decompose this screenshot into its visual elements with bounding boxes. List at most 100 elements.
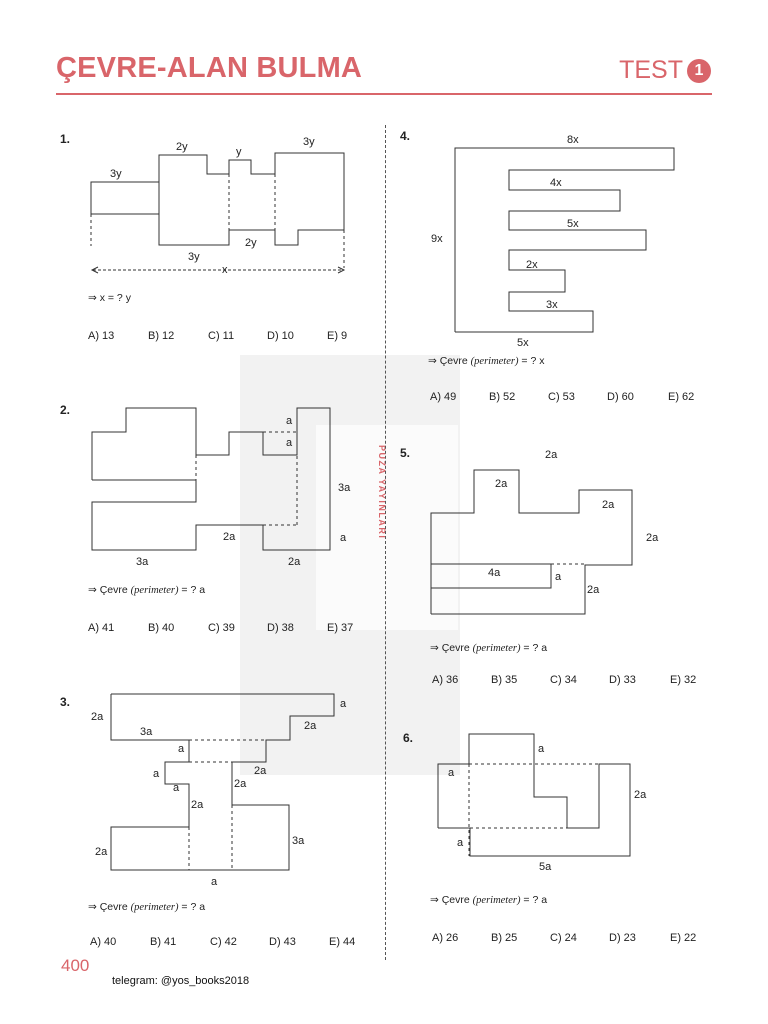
question-number-1: 1. [60,132,71,146]
q6-choices: A) 26 B) 25 C) 24 D) 23 E) 22 [432,932,696,944]
q3-label-2a-bottom: 2a [95,846,108,858]
q3-label-3a: 3a [140,726,153,738]
q5-choice-d[interactable]: D) 33 [609,674,636,686]
q4-label-3x: 3x [546,299,558,311]
q1-label-3y-bottom: 3y [188,251,200,263]
question-number-5: 5. [400,446,411,460]
q6-label-a-top: a [538,743,545,755]
question-number-3: 3. [60,695,71,709]
publisher-watermark: PUZA YAYINLARI [377,445,387,540]
q4-choices: A) 49 B) 52 C) 53 D) 60 E) 62 [430,391,694,403]
q6-label-a-left: a [448,767,455,779]
q2-label-a2: a [286,437,293,449]
q3-label-a-mid: a [178,743,185,755]
q4-choice-c[interactable]: C) 53 [548,391,575,403]
q3-choice-c[interactable]: C) 42 [210,936,237,948]
q4-choice-a[interactable]: A) 49 [430,391,457,403]
q6-label-2a: 2a [634,789,647,801]
q1-choice-c[interactable]: C) 11 [208,330,235,342]
q3-label-a-inner: a [173,782,180,794]
q3-choice-b[interactable]: B) 41 [150,936,177,948]
q3-choice-d[interactable]: D) 43 [269,936,296,948]
q5-figure [430,469,633,615]
q1-label-3y-left: 3y [110,168,122,180]
q6-choice-e[interactable]: E) 22 [670,932,697,944]
q5-label-a: a [555,571,562,583]
test-label: TEST [619,56,683,84]
q3-choices: A) 40 B) 41 C) 42 D) 43 E) 44 [90,936,355,948]
q1-choice-a[interactable]: A) 13 [88,330,115,342]
q3-label-a-top: a [340,698,347,710]
q1-label-2y-bottom: 2y [245,237,257,249]
q5-choice-c[interactable]: C) 34 [550,674,577,686]
q1-prompt: ⇒ x = ? y [88,292,131,304]
q4-choice-e[interactable]: E) 62 [668,391,695,403]
q1-choice-e[interactable]: E) 9 [327,330,348,342]
q5-choices: A) 36 B) 35 C) 34 D) 33 E) 32 [432,674,696,686]
q5-choice-a[interactable]: A) 36 [432,674,459,686]
watermark-panel [316,425,458,630]
q2-label-2a-mid: 2a [223,531,236,543]
q6-choice-c[interactable]: C) 24 [550,932,577,944]
q5-label-2a-top: 2a [545,449,558,461]
q2-choice-c[interactable]: C) 39 [208,622,235,634]
q5-label-2a-right-top: 2a [602,499,615,511]
q1-label-2y: 2y [176,141,188,153]
q1-choices: A) 13 B) 12 C) 11 D) 10 E) 9 [88,330,347,342]
page-number: 400 [61,956,90,975]
q5-label-2a-bottom: 2a [587,584,600,596]
q6-label-5a: 5a [539,861,552,873]
q4-choice-b[interactable]: B) 52 [489,391,516,403]
q5-label-2a-right: 2a [646,532,659,544]
q1-figure [90,152,346,274]
q2-choice-d[interactable]: D) 38 [267,622,294,634]
q5-label-4a: 4a [488,567,501,579]
q5-choice-b[interactable]: B) 35 [491,674,518,686]
q4-label-5x-bottom: 5x [517,337,529,349]
q2-choice-a[interactable]: A) 41 [88,622,115,634]
q3-label-2a-left: 2a [91,711,104,723]
question-number-2: 2. [60,403,71,417]
q6-label-a-bottom: a [457,837,464,849]
q6-choice-d[interactable]: D) 23 [609,932,636,944]
q1-choice-b[interactable]: B) 12 [148,330,175,342]
q2-label-3a-bottom: 3a [136,556,149,568]
q3-prompt: ⇒ Çevre (perimeter) = ? a [88,901,206,913]
q5-prompt: ⇒ Çevre (perimeter) = ? a [430,642,548,654]
q4-label-8x: 8x [567,134,579,146]
q2-choices: A) 41 B) 40 C) 39 D) 38 E) 37 [88,622,353,634]
header-rule [56,93,712,95]
telegram-credit: telegram: @yos_books2018 [112,975,250,987]
q3-figure [110,693,335,871]
q2-label-a-right: a [340,532,347,544]
q3-label-3a-right: 3a [292,835,305,847]
q3-label-a-left: a [153,768,160,780]
q3-choice-e[interactable]: E) 44 [329,936,356,948]
q1-label-y: y [236,146,242,158]
q2-label-a1: a [286,415,293,427]
q5-choice-e[interactable]: E) 32 [670,674,697,686]
q4-label-4x: 4x [550,177,562,189]
q3-choice-a[interactable]: A) 40 [90,936,117,948]
q5-label-2a-left: 2a [495,478,508,490]
column-divider [385,125,386,960]
q2-choice-b[interactable]: B) 40 [148,622,175,634]
q1-choice-d[interactable]: D) 10 [267,330,294,342]
q2-choice-e[interactable]: E) 37 [327,622,354,634]
q2-label-3a-right: 3a [338,482,351,494]
q4-choice-d[interactable]: D) 60 [607,391,634,403]
q3-label-2a-inner: 2a [234,778,247,790]
q4-label-9x: 9x [431,233,443,245]
q3-label-2a-step2: 2a [254,765,267,777]
q4-figure [454,147,675,333]
q1-label-x: x [222,264,228,276]
q6-figure [437,733,631,857]
q4-prompt: ⇒ Çevre (perimeter) = ? x [428,355,545,367]
q6-choice-a[interactable]: A) 26 [432,932,459,944]
test-number: 1 [687,58,711,83]
q6-prompt: ⇒ Çevre (perimeter) = ? a [430,894,548,906]
q6-choice-b[interactable]: B) 25 [491,932,518,944]
q2-prompt: ⇒ Çevre (perimeter) = ? a [88,584,206,596]
question-number-6: 6. [403,731,414,745]
